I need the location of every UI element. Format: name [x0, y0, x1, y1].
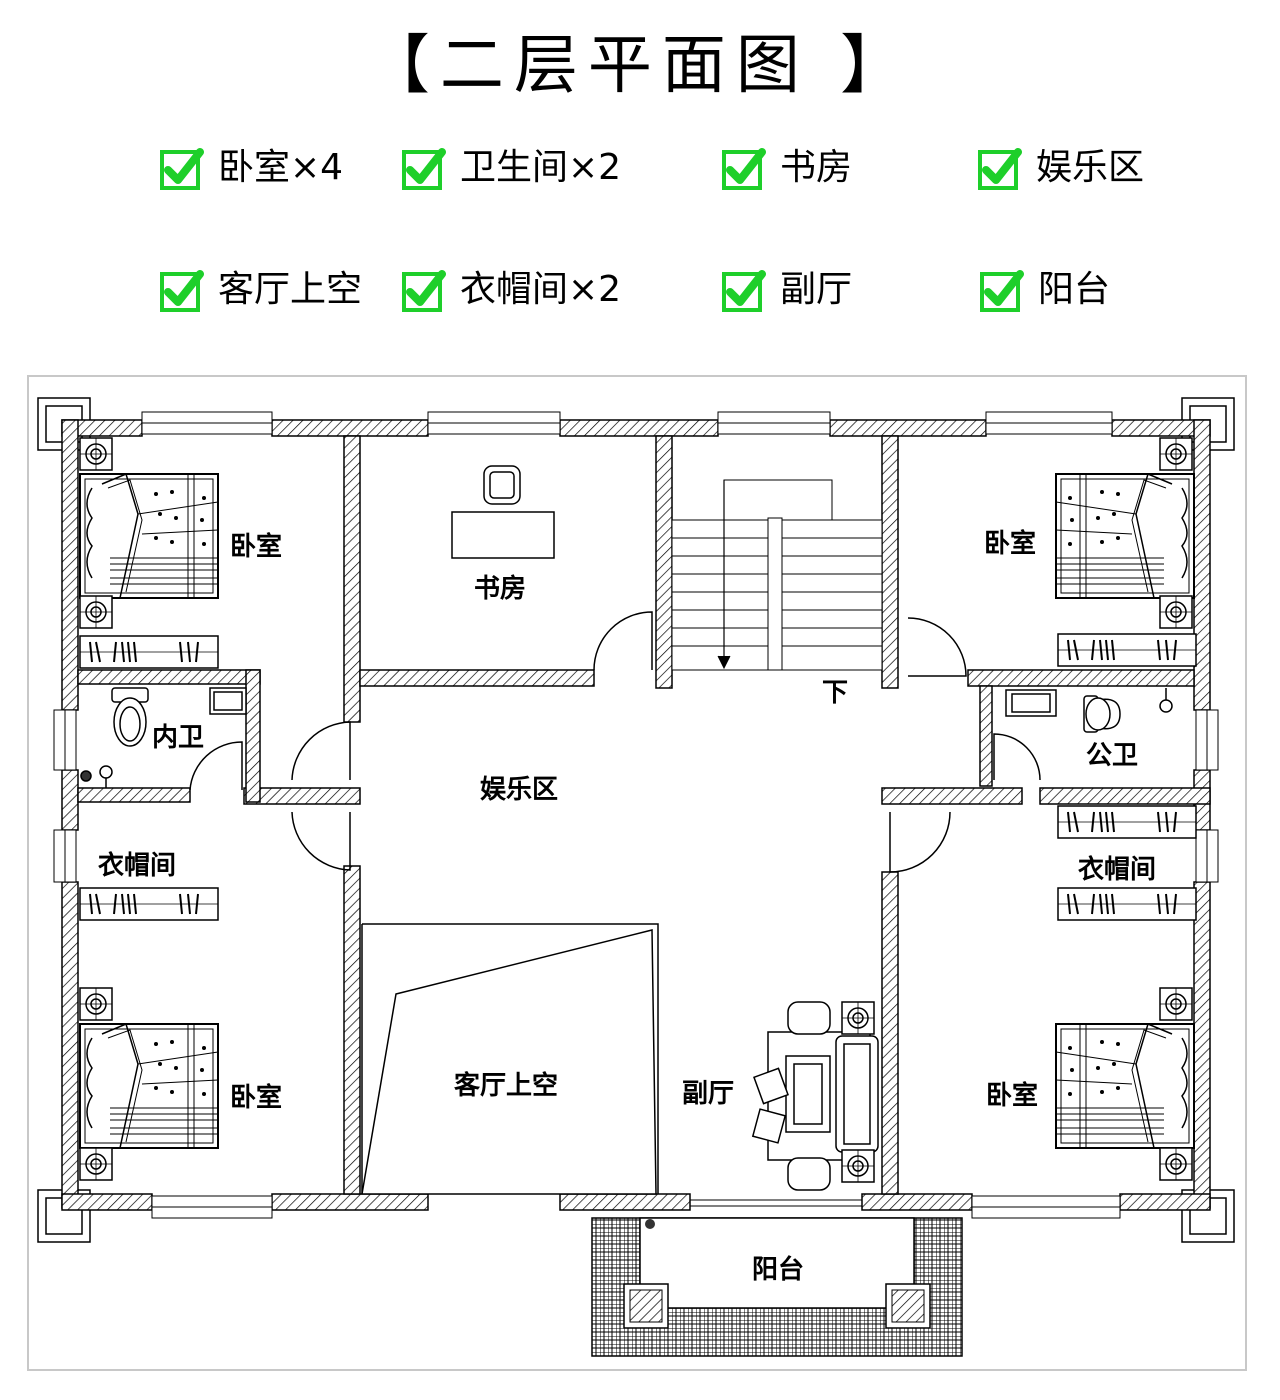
feature-label: 阳台: [1038, 269, 1111, 310]
toilet-icon: [111, 687, 149, 747]
room-label-closet-e: 衣帽间: [1078, 854, 1156, 885]
room-label-closet-w: 衣帽间: [98, 850, 176, 881]
room-label-balcony: 阳台: [752, 1254, 804, 1285]
feature-label: 娱乐区: [1036, 147, 1145, 188]
bed-icon: [1055, 1023, 1195, 1149]
doors: [189, 611, 1041, 873]
feature-label: 卫生间×2: [460, 147, 622, 188]
feature-bedroom: 卧室×4: [160, 144, 343, 192]
toilet-icon: [1083, 695, 1121, 733]
room-label-bedroom-nw: 卧室: [230, 531, 282, 562]
feature-bathroom: 卫生间×2: [402, 144, 621, 192]
plan-frame: [27, 375, 1247, 1371]
wardrobe: [79, 635, 219, 669]
bed-icon: [1055, 473, 1195, 599]
stair-icon: [671, 479, 883, 671]
feature-label: 书房: [780, 147, 853, 188]
feature-entertainment: 娱乐区: [978, 144, 1144, 192]
feature-closet: 衣帽间×2: [402, 266, 621, 314]
sofa-icon: [751, 1001, 879, 1191]
sink-icon: [80, 687, 247, 788]
sink-icon: [1005, 688, 1173, 717]
page-title: 【二层平面图 】: [365, 29, 915, 103]
room-label-bedroom-ne: 卧室: [984, 528, 1036, 559]
room-label-inner-wc: 内卫: [152, 723, 204, 753]
wardrobe: [1057, 633, 1197, 667]
room-label-stairs-down: 下: [822, 678, 848, 708]
feature-balcony: 阳台: [980, 266, 1110, 314]
feature-study: 书房: [722, 144, 852, 192]
wardrobe: [1057, 805, 1197, 839]
room-label-living-void: 客厅上空: [454, 1070, 558, 1101]
feature-label: 衣帽间×2: [460, 269, 622, 310]
feature-label: 客厅上空: [218, 269, 363, 310]
balcony: [591, 1217, 963, 1357]
room-label-sub-hall: 副厅: [682, 1079, 734, 1109]
wardrobe: [79, 887, 219, 921]
feature-living-void: 客厅上空: [160, 266, 362, 314]
windows: [53, 411, 1219, 1219]
feature-label: 卧室×4: [218, 147, 344, 188]
room-label-bedroom-sw: 卧室: [230, 1082, 282, 1113]
room-label-study: 书房: [474, 574, 526, 604]
room-label-bedroom-se: 卧室: [986, 1080, 1038, 1111]
feature-label: 副厅: [780, 269, 853, 310]
bed-icon: [79, 1023, 219, 1149]
desk-icon: [451, 465, 555, 559]
living-void: [361, 923, 659, 1195]
wardrobe: [1057, 887, 1197, 921]
room-label-entertainment: 娱乐区: [480, 775, 558, 805]
feature-sub-hall: 副厅: [722, 266, 852, 314]
room-label-public-wc: 公卫: [1086, 741, 1138, 771]
bed-icon: [79, 473, 219, 599]
